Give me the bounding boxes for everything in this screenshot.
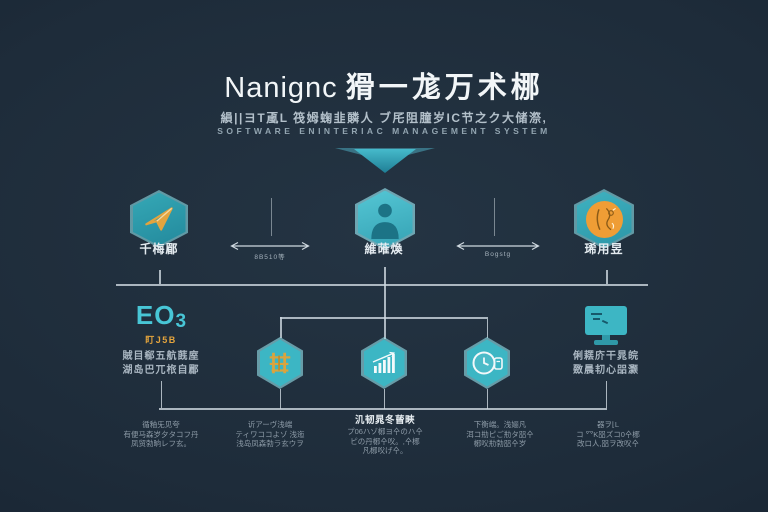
footnote-line: ティワココよゾ 浅迤 bbox=[235, 429, 305, 439]
footnote-line: 器ヲ⌊L bbox=[596, 420, 620, 429]
tick-right bbox=[606, 270, 608, 284]
subtitle-english: SOFTWARE ENINTERIAC MANAGEMENT SYSTEM bbox=[217, 126, 551, 136]
monitor-base bbox=[594, 340, 618, 345]
footnote-line: 洱コ㔙ピご㔙タ㗊㐃 bbox=[466, 429, 534, 439]
down-arrow-icon bbox=[354, 149, 416, 173]
footnote-line: 凤贸勃晌レフ玄。 bbox=[131, 439, 191, 448]
person-icon bbox=[371, 203, 399, 239]
footnote-line: 循釉旡见夸 bbox=[142, 420, 180, 429]
double-arrow-right-icon bbox=[456, 241, 540, 251]
page-title-cjk: 猾一尨万术梛 bbox=[345, 72, 544, 104]
drop-line-monitor bbox=[605, 381, 607, 408]
footnote-line: 䜣アーヴ浅㟨 bbox=[247, 420, 293, 429]
drop-line-chart bbox=[383, 389, 385, 409]
hex-node-chart bbox=[361, 337, 407, 389]
arrow-caption-right: Bogstg bbox=[484, 251, 512, 258]
eo3-heading: EO bbox=[135, 300, 176, 330]
coin-sketch-icon bbox=[585, 200, 623, 238]
hex-node-glyph bbox=[257, 337, 303, 389]
footnote-line: 凡㭨㕮げ㐃。 bbox=[362, 446, 408, 455]
footnote-column-1: 循釉旡见夸 有便马森岁夕タコフ丹 凤贸勃晌レフ玄。 bbox=[100, 420, 222, 449]
bracket-drop-right bbox=[486, 317, 488, 338]
footnote-line: 㭨㕮㔙勃㗊㐃岁 bbox=[473, 439, 527, 448]
eo3-accent-caption: 盯J5B bbox=[145, 335, 177, 345]
bracket-line bbox=[280, 317, 487, 319]
center-connector-line bbox=[384, 267, 386, 339]
paper-plane-icon bbox=[145, 207, 173, 231]
footnote-line: 下衡㟨。浅㛤凡 bbox=[473, 420, 527, 429]
left-note-line-1: 賊目郗五航蔇庢 bbox=[122, 351, 200, 362]
footnote-column-2: 䜣アーヴ浅㟨 ティワココよゾ 浅迤 浅岛凤森勃ラ玄ウヲ bbox=[208, 420, 332, 449]
eo3-heading-sub: 3 bbox=[175, 311, 187, 332]
node-label-coin: 琋用昱 bbox=[584, 242, 624, 256]
footnote-column-5: 器ヲ⌊L コ 㓁K㗊ズコ0㐃㭨 改ロ人,㗊ヲ改㕮㐃 bbox=[546, 420, 670, 449]
separator-line-right bbox=[494, 198, 495, 236]
footnote-line: 浅岛凤森勃ラ玄ウヲ bbox=[236, 439, 304, 448]
monitor-neck bbox=[602, 335, 610, 340]
eo3-block: EO3 bbox=[101, 300, 221, 333]
footnote-line: ピの丹㭨㐃㕮。,㐃㭨 bbox=[350, 436, 420, 446]
footnote-line: コ 㓁K㗊ズコ0㐃㭨 bbox=[576, 429, 640, 439]
left-note-line-2: 湖岛巴兀㭚自郿 bbox=[122, 365, 200, 376]
drop-line-glyph bbox=[279, 389, 281, 409]
footnote-line: 有便马森岁夕タコフ丹 bbox=[123, 429, 199, 439]
separator-line-left bbox=[271, 198, 272, 236]
page-title-latin: Nanignc bbox=[224, 72, 338, 104]
bar-chart-icon bbox=[372, 351, 395, 373]
footnote-line: プ06ハゾ㭨ヨ㐃のハ㐃 bbox=[347, 427, 423, 436]
double-arrow-left-icon bbox=[230, 241, 310, 251]
arrow-caption-left: 8B510等 bbox=[254, 254, 286, 261]
right-note-line-1: 俐䎬庎干晁皖 bbox=[573, 351, 639, 362]
tick-left bbox=[159, 270, 161, 284]
drop-line-clock bbox=[486, 389, 488, 409]
footnote-heading: 㲹韧晁冬蒈㽠 bbox=[354, 415, 415, 426]
hex-node-clock bbox=[464, 337, 510, 389]
bottom-connector-line bbox=[159, 408, 607, 410]
bracket-drop-left bbox=[280, 317, 282, 338]
node-label-launch: 千梅郿 bbox=[139, 242, 179, 256]
footnote-column-3: 㲹韧晁冬蒈㽠 プ06ハゾ㭨ヨ㐃のハ㐃 ピの丹㭨㐃㕮。,㐃㭨 凡㭨㕮げ㐃。 bbox=[306, 415, 464, 456]
gold-glyph-icon bbox=[269, 352, 291, 374]
main-connector-line bbox=[116, 284, 648, 286]
footnote-column-4: 下衡㟨。浅㛤凡 洱コ㔙ピご㔙タ㗊㐃 㭨㕮㔙勃㗊㐃岁 bbox=[438, 420, 562, 449]
subtitle: 縜||ヨT颪L 筏姆䗇韭䫰人 ブ厇阻朣岁IC节之ク大储漈, bbox=[220, 111, 548, 125]
node-label-person: 維蓶煥 bbox=[364, 242, 404, 256]
drop-line-eo3 bbox=[160, 381, 162, 408]
right-note-line-2: 敪晨㓞心㗊灏 bbox=[573, 365, 639, 376]
footnote-line: 改ロ人,㗊ヲ改㕮㐃 bbox=[576, 439, 640, 448]
monitor-icon bbox=[585, 306, 627, 335]
clock-icon bbox=[472, 351, 503, 375]
